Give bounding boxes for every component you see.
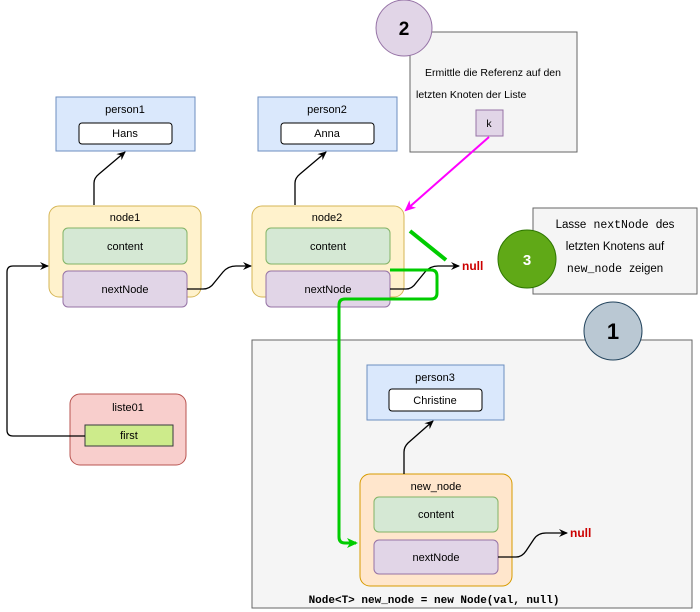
node1-box: node1 content nextNode: [48, 205, 202, 308]
arrow-node1-next-to-node2: [187, 262, 252, 290]
new-node-title: new_node: [411, 481, 462, 493]
arrow-node1-to-person1: [93, 151, 126, 205]
strike-mark: [408, 229, 448, 262]
step3-word-zeigen: zeigen: [629, 263, 663, 275]
person1-value: Hans: [112, 128, 138, 140]
step3-word-new-node: new_node: [567, 263, 622, 276]
step3-line2: letzten Knotens auf: [566, 241, 665, 253]
node1-content: content: [107, 241, 143, 253]
new-node-box: new_node content nextNode: [359, 473, 513, 587]
step2-number: 2: [399, 19, 410, 40]
step3-number: 3: [523, 252, 531, 269]
step2-line1: Ermittle die Referenz auf den: [425, 67, 561, 79]
step2-ref-k: k: [486, 118, 492, 130]
liste01-box: liste01 first: [69, 393, 187, 466]
green-arrow-node2-to-newnode: [337, 268, 439, 548]
new-node-content: content: [418, 509, 454, 521]
step1-code: Node<T> new_node = new Node(val, null): [309, 595, 560, 607]
new-node-next: nextNode: [412, 552, 459, 564]
step3-line1: Lasse nextNode des: [556, 219, 675, 232]
node2-box: node2 content nextNode: [251, 205, 405, 308]
null-label-2: null: [570, 526, 591, 540]
arrow-node2-next-to-null: [390, 262, 460, 290]
person2-title: person2: [307, 104, 347, 116]
step3-badge: 3: [497, 229, 557, 289]
arrow-first-to-node1: [6, 262, 85, 437]
person1-title: person1: [105, 104, 145, 116]
step3-line3: new_node zeigen: [567, 263, 663, 276]
step1-number: 1: [607, 319, 619, 344]
step1-badge: 1: [583, 301, 643, 361]
arrow-newnode-next-to-null: [498, 529, 568, 558]
liste01-title: liste01: [112, 402, 144, 414]
person2-value: Anna: [314, 128, 341, 140]
node1-next: nextNode: [101, 284, 148, 296]
person1-box: person1 Hans: [55, 96, 196, 152]
step3-word-lasse: Lasse: [556, 219, 587, 231]
node2-next: nextNode: [304, 284, 351, 296]
null-label-1: null: [462, 259, 483, 273]
node2-content: content: [310, 241, 346, 253]
arrow-node2-to-person2: [294, 151, 327, 205]
step3-panel: Lasse nextNode des letzten Knotens auf n…: [532, 207, 698, 295]
person3-title: person3: [415, 372, 455, 384]
liste01-first: first: [120, 430, 138, 442]
step3-word-nextnode: nextNode: [593, 219, 648, 232]
step3-word-des: des: [656, 219, 675, 231]
step2-panel: Ermittle die Referenz auf den letzten Kn…: [409, 31, 578, 153]
person3-value: Christine: [413, 395, 456, 407]
person2-box: person2 Anna: [257, 96, 398, 152]
step2-line2: letzten Knoten der Liste: [416, 89, 526, 101]
arrow-newnode-to-person3: [403, 420, 434, 474]
node1-title: node1: [110, 212, 141, 224]
magenta-arrow-k-to-node2: [404, 136, 490, 212]
person3-box: person3 Christine: [366, 364, 505, 421]
step2-badge: 2: [375, 0, 433, 57]
node2-title: node2: [312, 212, 343, 224]
